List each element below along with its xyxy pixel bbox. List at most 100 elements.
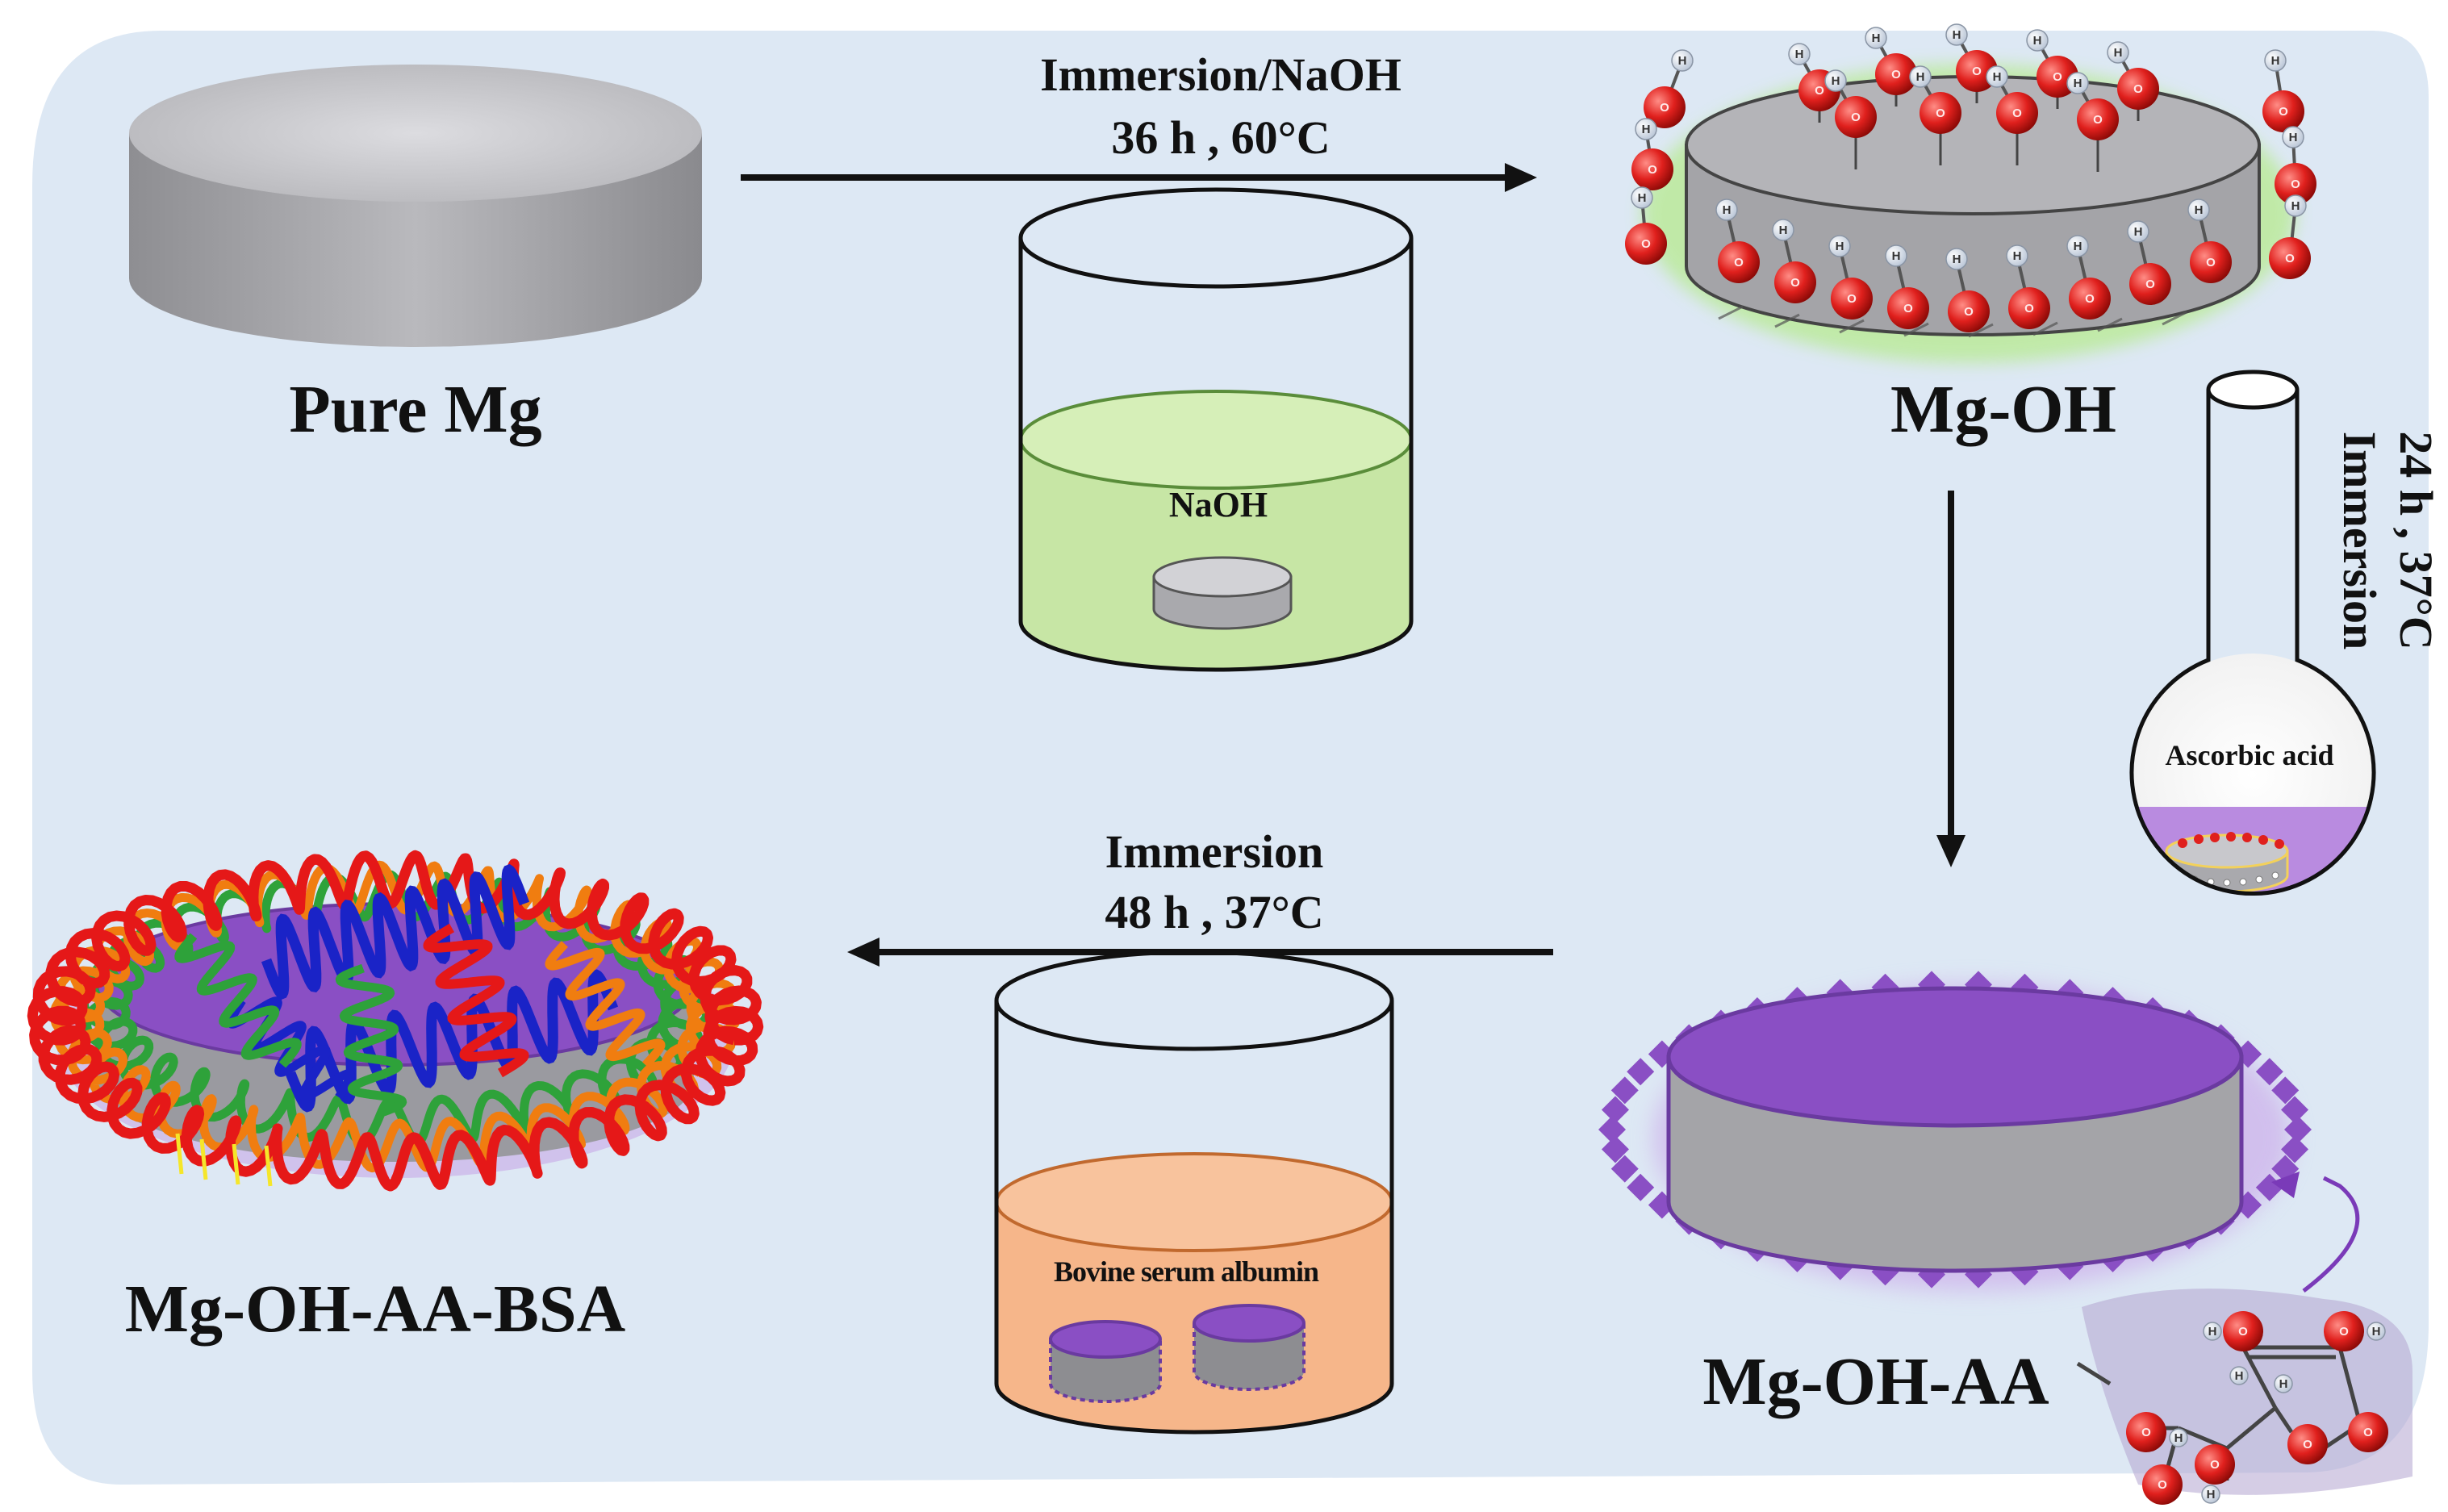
svg-text:H: H <box>2235 1369 2244 1383</box>
oxygen-atom <box>2077 98 2119 140</box>
svg-text:O: O <box>2285 252 2295 265</box>
hydroxyl-group: HO <box>1865 27 1917 95</box>
aa-diamond <box>2271 1076 2300 1105</box>
svg-text:H: H <box>1638 191 1647 205</box>
svg-text:O: O <box>2303 1438 2312 1451</box>
aa-diamond <box>1610 1155 1639 1183</box>
protein-helix <box>423 923 529 1078</box>
hydrogen-atom <box>2284 194 2307 217</box>
svg-text:H: H <box>2291 199 2300 213</box>
svg-text:O: O <box>1660 101 1669 115</box>
mg-oh-aa-bsa-label: Mg-OH-AA-BSA <box>125 1272 626 1347</box>
svg-text:O: O <box>2133 82 2143 96</box>
immersed-mg-oh-aa-disk-2 <box>1193 1304 1305 1391</box>
hydrogen-atom <box>2107 41 2129 64</box>
hydrogen-atom <box>1986 65 2008 88</box>
svg-text:H: H <box>2013 249 2022 263</box>
mg-oh-aa-disk <box>1598 971 2312 1291</box>
oxygen-atom <box>1625 223 1667 265</box>
oxygen-atom <box>1887 287 1929 329</box>
protein-helix <box>27 850 764 1192</box>
hydrogen-atom <box>1865 27 1887 49</box>
oxygen-atom <box>1920 92 1961 134</box>
hydroxyl-group: HO <box>2269 194 2311 279</box>
hydrogen-atom <box>2006 244 2028 267</box>
protein-helix <box>545 941 666 1068</box>
mg-oh-label: Mg-OH <box>1890 372 2116 447</box>
ascorbic-acid-flask <box>2129 370 2376 896</box>
hydrogen-atom <box>1788 43 1811 65</box>
oxygen-atom <box>1996 92 2038 134</box>
svg-text:H: H <box>2134 225 2143 239</box>
hydrogen-atom <box>1715 198 1738 221</box>
svg-text:O: O <box>1734 256 1744 269</box>
naoh-beaker <box>1018 187 1414 672</box>
hydroxyl-group: HO <box>1986 65 2038 134</box>
hydroxyl-group: HO <box>1715 198 1760 283</box>
hydroxyl-group: HO <box>2066 235 2111 320</box>
svg-text:O: O <box>1851 111 1861 124</box>
hydroxyl-group: HO <box>2127 220 2171 305</box>
immersed-mg-disk <box>1152 556 1293 630</box>
hydrogen-atom <box>1885 244 1907 267</box>
mg-oh-aa-label: Mg-OH-AA <box>1702 1344 2049 1419</box>
hydrogen-atom <box>2282 126 2304 148</box>
step3-condition-line2: 48 h , 37°C <box>1105 886 1323 938</box>
svg-text:H: H <box>2289 131 2298 144</box>
svg-text:H: H <box>1795 48 1804 61</box>
svg-text:H: H <box>1953 28 1961 42</box>
svg-text:H: H <box>2208 1325 2217 1339</box>
hydroxyl-group: HO <box>1885 244 1929 329</box>
svg-text:H: H <box>2074 240 2082 253</box>
svg-text:H: H <box>1723 203 1732 217</box>
oxygen-atom <box>1875 53 1917 95</box>
oxygen-atom <box>1774 261 1816 303</box>
svg-text:H: H <box>2114 46 2123 60</box>
svg-text:H: H <box>2372 1325 2381 1339</box>
oxygen-atom <box>2117 68 2159 110</box>
hydroxyl-group: HO <box>1631 118 1673 190</box>
aa-diamond <box>1601 1135 1629 1163</box>
svg-text:H: H <box>1993 70 2002 84</box>
oxygen-atom <box>1835 96 1877 138</box>
hydroxyl-group: HO <box>1772 219 1816 303</box>
oxygen-atom <box>2275 163 2316 205</box>
svg-text:O: O <box>2363 1426 2373 1439</box>
oxygen-atom <box>2195 1444 2235 1485</box>
hydrogen-atom <box>2274 1374 2293 1393</box>
hydroxyl-group: HO <box>2006 244 2050 329</box>
hydroxyl-group: HO <box>1644 49 1694 128</box>
step2-arrow <box>1936 491 1966 867</box>
hydrogen-atom <box>2026 29 2049 52</box>
oxygen-atom <box>2126 1412 2166 1452</box>
svg-text:H: H <box>1678 54 1687 68</box>
hydrogen-atom <box>1772 219 1794 241</box>
bsa-protein-helices <box>27 850 764 1192</box>
oxygen-atom <box>1631 148 1673 190</box>
svg-text:O: O <box>2053 70 2062 84</box>
svg-text:O: O <box>2291 178 2300 191</box>
svg-text:O: O <box>1891 68 1901 81</box>
aa-diamond <box>2281 1135 2309 1163</box>
svg-text:O: O <box>1972 65 1982 78</box>
oxygen-atom <box>2069 278 2111 320</box>
svg-text:H: H <box>2033 34 2042 48</box>
oxygen-atom <box>2190 241 2232 283</box>
svg-text:O: O <box>2145 278 2155 291</box>
hydrogen-atom <box>1945 248 1968 270</box>
hydrogen-atom <box>1945 23 1968 46</box>
svg-text:H: H <box>2207 1488 2216 1502</box>
svg-text:H: H <box>1953 253 1961 266</box>
svg-text:H: H <box>1642 123 1651 136</box>
svg-text:H: H <box>2195 203 2204 217</box>
svg-text:O: O <box>1936 107 1945 120</box>
aa-diamond <box>1627 1173 1655 1201</box>
hydroxyl-group-layer: HOHOHOHOHOHOHOHOHOHOHOHOHOHOHOHOHOHOHOHO… <box>1625 23 2316 332</box>
svg-text:H: H <box>1832 74 1840 88</box>
step1-arrow <box>741 163 1537 192</box>
hydroxyl-group: HO <box>1625 186 1667 265</box>
hydroxyl-group: HO <box>2187 198 2232 283</box>
protein-helix <box>174 933 302 1068</box>
aa-diamond <box>2284 1116 2312 1143</box>
